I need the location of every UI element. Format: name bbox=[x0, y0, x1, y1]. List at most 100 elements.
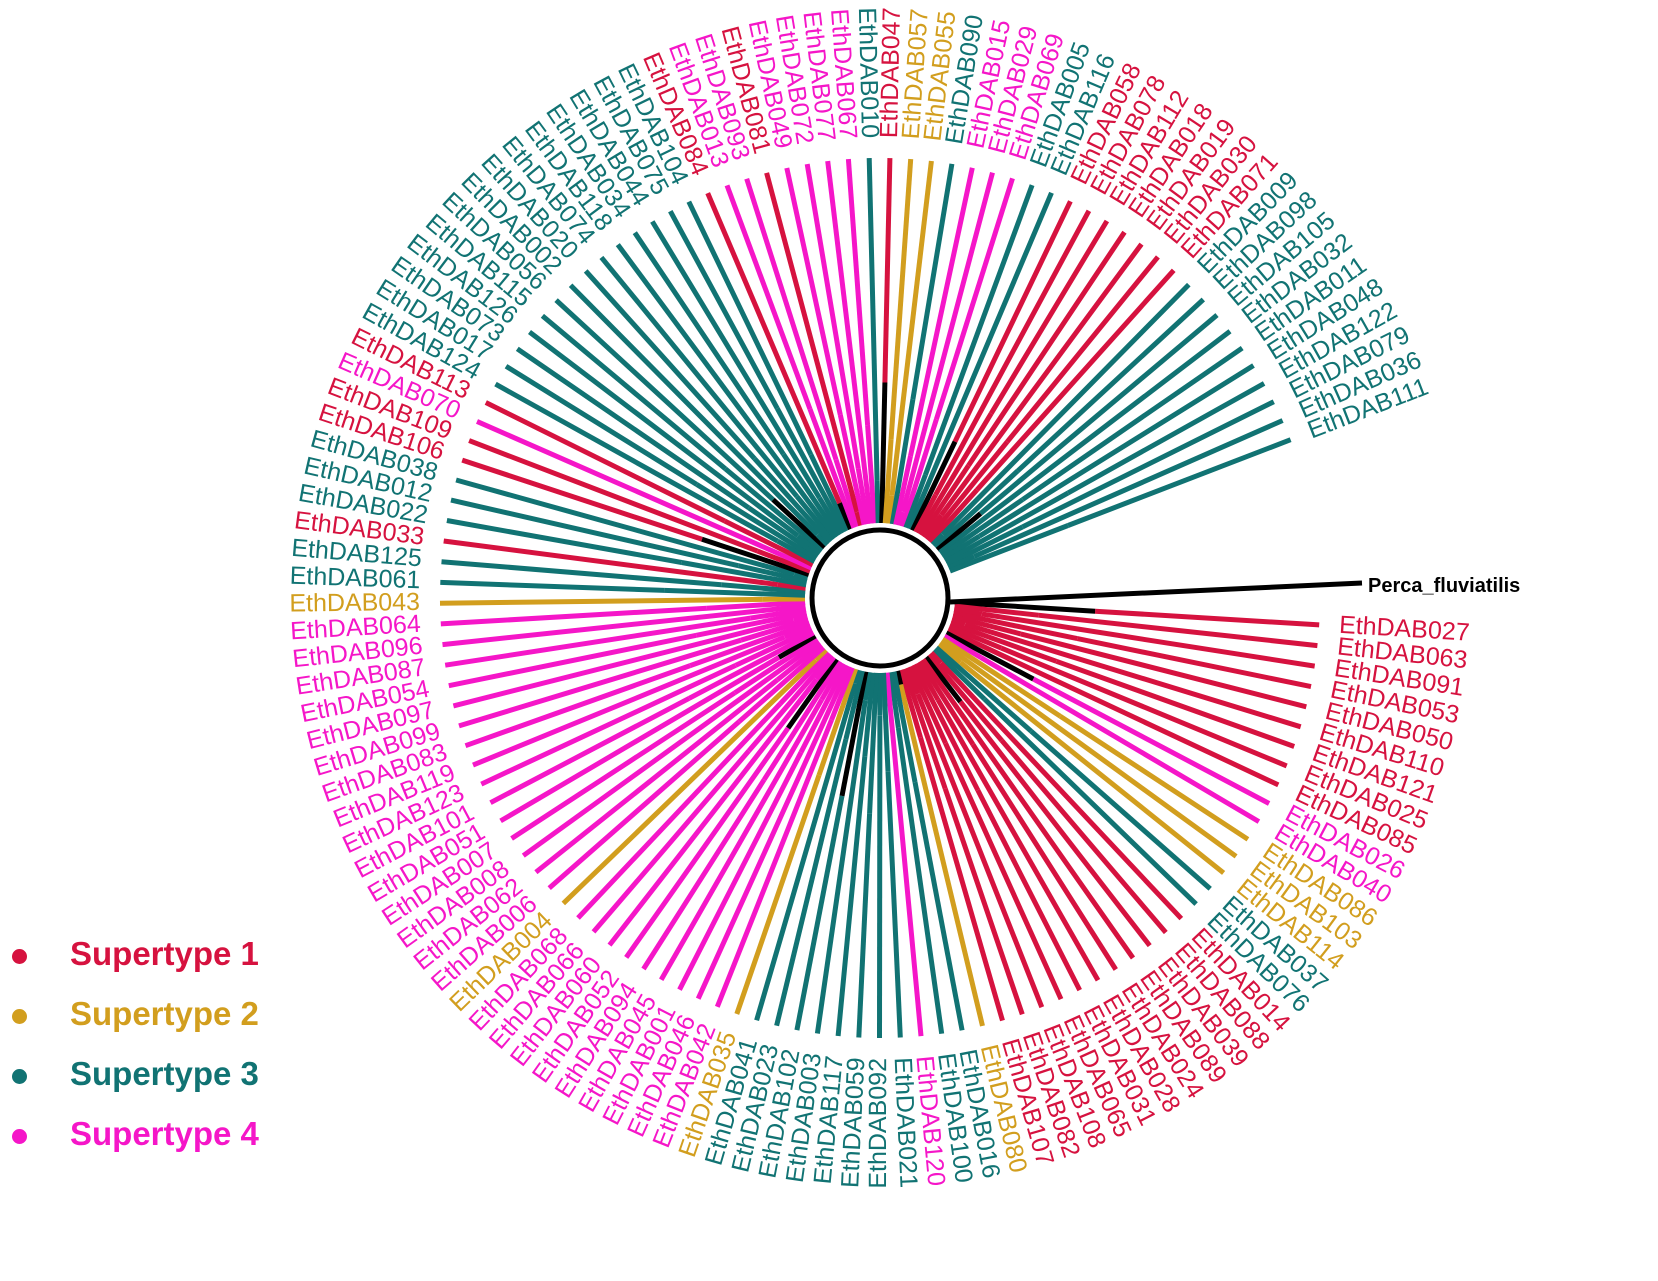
internal-branch bbox=[941, 637, 1062, 719]
internal-branch bbox=[937, 642, 963, 665]
internal-branch bbox=[793, 613, 808, 623]
leaf-branch bbox=[1021, 399, 1275, 530]
internal-branch bbox=[746, 653, 834, 753]
internal-branch bbox=[929, 650, 943, 665]
internal-branch bbox=[925, 440, 1010, 542]
internal-branch bbox=[794, 494, 835, 542]
leaf-branch bbox=[1055, 658, 1296, 749]
internal-branch bbox=[798, 663, 849, 754]
internal-branch bbox=[664, 587, 806, 598]
leaf-branch bbox=[686, 200, 814, 456]
internal-branch bbox=[688, 630, 815, 701]
leaf-branch bbox=[554, 298, 775, 502]
leaf-branch bbox=[939, 242, 1144, 517]
leaf-branch bbox=[942, 787, 1025, 1016]
internal-branch bbox=[940, 497, 1025, 558]
leaf-branch bbox=[978, 313, 1219, 516]
leaf-branch bbox=[591, 749, 751, 934]
internal-branch bbox=[814, 655, 836, 681]
leaf-branch bbox=[650, 220, 822, 500]
internal-branch bbox=[945, 630, 1035, 682]
internal-branch bbox=[817, 496, 844, 536]
internal-branch bbox=[943, 633, 983, 660]
internal-branch bbox=[793, 571, 809, 581]
internal-branch bbox=[942, 533, 981, 561]
internal-branch bbox=[949, 523, 1069, 574]
internal-branch bbox=[889, 398, 916, 525]
leaf-branch bbox=[1058, 714, 1250, 842]
leaf-branch bbox=[632, 231, 786, 456]
internal-branch bbox=[900, 418, 939, 528]
internal-branch bbox=[933, 469, 1020, 549]
leaf-branch bbox=[576, 701, 783, 920]
internal-branch bbox=[839, 671, 869, 797]
legend-dot-icon bbox=[12, 949, 27, 964]
leaf-branch bbox=[923, 184, 1035, 476]
leaf-branch bbox=[764, 172, 860, 513]
leaf-branch bbox=[1067, 437, 1292, 528]
leaf-branch bbox=[889, 160, 934, 496]
internal-branch bbox=[808, 453, 850, 532]
leaf-branch bbox=[472, 634, 786, 768]
leaf-branch bbox=[452, 617, 795, 709]
leaf-branch bbox=[1038, 612, 1318, 649]
outgroup-label: Perca_fluviatilis bbox=[1368, 575, 1520, 597]
leaf-branch bbox=[450, 497, 739, 569]
leaf-branch bbox=[659, 698, 824, 982]
leaf-branch bbox=[446, 518, 683, 565]
leaf-branch bbox=[934, 177, 1015, 421]
outgroup-branch bbox=[949, 580, 1363, 605]
leaf-branch bbox=[804, 163, 861, 470]
leaf-branch bbox=[677, 751, 804, 991]
leaf-branch bbox=[440, 605, 708, 627]
leaf-branch bbox=[442, 603, 806, 648]
internal-branch bbox=[911, 663, 981, 792]
internal-branch bbox=[913, 493, 938, 534]
internal-branch bbox=[775, 642, 823, 682]
leaf-branch bbox=[448, 632, 697, 689]
leaf-branch bbox=[835, 756, 868, 1037]
internal-branch bbox=[930, 532, 945, 547]
internal-branch bbox=[814, 648, 828, 662]
internal-branch bbox=[749, 607, 807, 621]
internal-branch bbox=[701, 536, 810, 577]
internal-branch bbox=[815, 532, 830, 547]
leaf-branch bbox=[461, 457, 703, 542]
internal-branch bbox=[867, 672, 879, 814]
leaf-branch bbox=[480, 663, 737, 787]
leaf-branch bbox=[845, 158, 871, 426]
internal-branch bbox=[723, 466, 825, 552]
leaf-branch bbox=[547, 719, 741, 890]
internal-branch bbox=[819, 661, 845, 701]
leaf-branch bbox=[958, 660, 1226, 875]
leaf-branch bbox=[475, 419, 813, 571]
internal-branch bbox=[893, 455, 913, 526]
leaf-branch bbox=[458, 637, 742, 729]
leaf-branch bbox=[468, 438, 759, 554]
leaf-branch bbox=[705, 192, 842, 505]
internal-branch bbox=[879, 382, 888, 524]
leaf-branch bbox=[978, 363, 1255, 539]
leaf-branch bbox=[921, 657, 1136, 960]
leaf-branch bbox=[1094, 608, 1320, 628]
leaf-branch bbox=[1029, 729, 1212, 891]
internal-branch bbox=[762, 596, 806, 602]
internal-branch bbox=[781, 452, 841, 538]
internal-branch bbox=[783, 624, 812, 640]
leaf-branch bbox=[624, 726, 791, 959]
internal-branch bbox=[882, 438, 894, 524]
internal-branch bbox=[855, 468, 871, 525]
leaf-branch bbox=[973, 418, 1284, 559]
leaf-branch bbox=[724, 184, 813, 410]
leaf-branch bbox=[933, 209, 1092, 497]
legend-label: Supertype 2 bbox=[70, 995, 259, 1032]
leaf-branch bbox=[439, 596, 763, 606]
internal-branch bbox=[891, 671, 918, 783]
internal-branch bbox=[776, 538, 816, 564]
internal-branch bbox=[922, 513, 944, 540]
leaf-branch bbox=[1007, 689, 1238, 859]
leaf-branch bbox=[970, 743, 1118, 971]
internal-branch bbox=[919, 464, 971, 537]
internal-branch bbox=[854, 511, 864, 527]
leaf-branch bbox=[599, 255, 799, 498]
